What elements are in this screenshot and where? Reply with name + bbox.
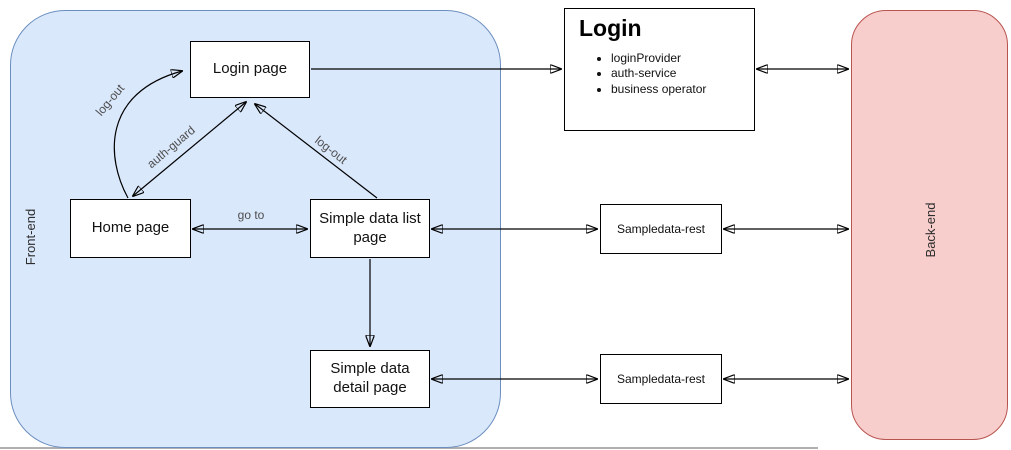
frontend-label: Front-end [22,208,38,266]
login-service-item: business operator [611,82,754,97]
login-service-title: Login [579,15,642,41]
backend-label: Back-end [922,202,938,258]
node-login-service: Login loginProvider auth-service busines… [564,8,755,131]
login-service-item: auth-service [611,67,754,81]
node-sampledata-rest-1: Sampledata-rest [600,204,722,254]
login-service-list: loginProvider auth-service business oper… [565,51,754,97]
node-sampledata-rest-2: Sampledata-rest [600,354,722,404]
login-service-item: loginProvider [611,51,754,66]
edge-logout-list-to-login [255,104,378,199]
backend-container [851,10,1008,440]
node-simple-data-detail-page: Simple data detail page [310,350,430,408]
node-login-page: Login page [190,41,310,98]
edge-authguard [133,102,246,196]
edge-logout-home-to-login [113,71,182,199]
node-home-page: Home page [70,199,191,258]
edge-label-go-to: go to [237,208,265,222]
node-simple-data-list-page: Simple data list page [310,199,430,258]
page-boundary-line [0,447,818,449]
